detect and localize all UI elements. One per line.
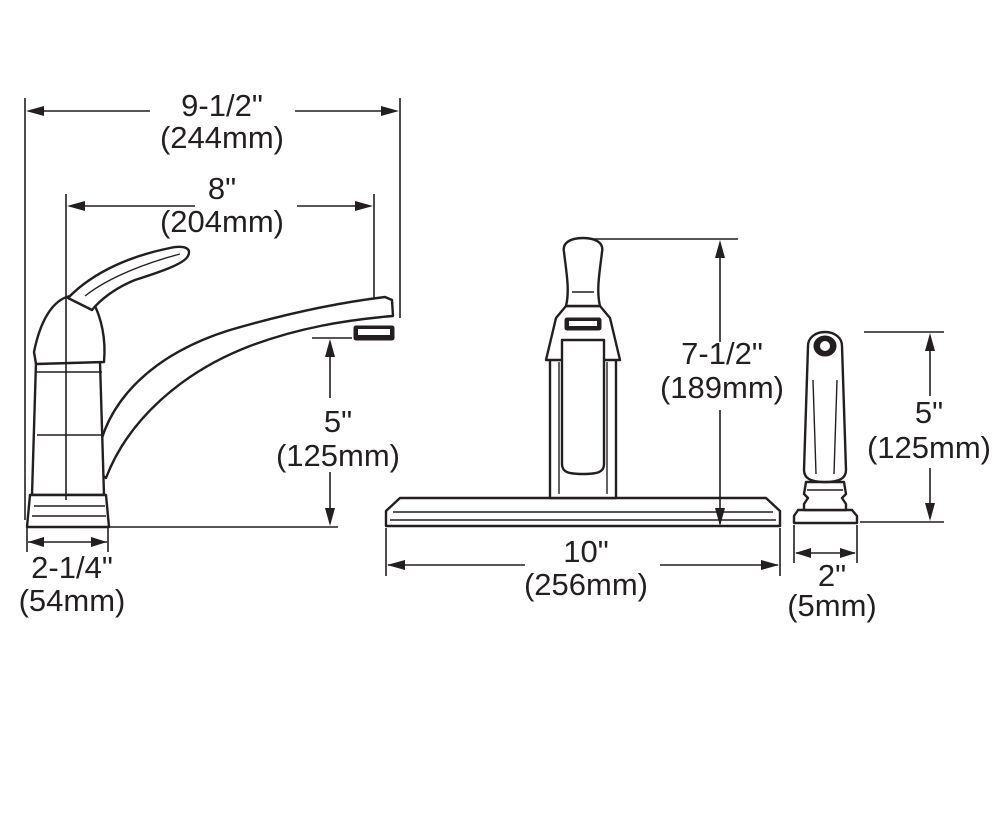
sprayer-base-width-imperial: 2"	[818, 558, 846, 593]
dim-side-spout-reach: 8" (204mm)	[65, 171, 375, 500]
sprayer-collar	[802, 480, 848, 512]
side-base-width-imperial: 2-1/4"	[31, 550, 113, 585]
side-spout-reach-metric: (204mm)	[160, 204, 284, 239]
dim-sprayer-base-width: 2" (5mm)	[787, 525, 877, 623]
side-view-faucet	[25, 245, 395, 529]
dim-side-spout-height: 5" (125mm)	[108, 337, 400, 528]
side-body	[30, 360, 106, 497]
dim-front-height: 7-1/2" (189mm)	[590, 238, 784, 526]
side-overall-width-imperial: 9-1/2"	[181, 88, 263, 123]
side-spout	[94, 295, 395, 480]
front-height-imperial: 7-1/2"	[681, 336, 763, 371]
sprayer-height-imperial: 5"	[915, 395, 943, 430]
sprayer-height-metric: (125mm)	[867, 430, 991, 465]
side-base-width-metric: (54mm)	[19, 583, 126, 618]
dim-sprayer-height: 5" (125mm)	[860, 331, 991, 523]
side-spout-height-metric: (125mm)	[276, 438, 400, 473]
side-overall-width-metric: (244mm)	[160, 120, 284, 155]
side-lever-handle	[66, 245, 191, 312]
dim-side-base-width: 2-1/4" (54mm)	[19, 528, 126, 618]
dim-side-overall-width: 9-1/2" (244mm)	[24, 88, 401, 520]
front-height-metric: (189mm)	[660, 370, 784, 405]
sprayer-base	[792, 508, 859, 525]
front-spout	[560, 338, 606, 476]
side-base-ring	[25, 493, 111, 529]
front-plate-width-metric: (256mm)	[524, 567, 648, 602]
side-sprayer	[792, 330, 859, 525]
sprayer-base-width-metric: (5mm)	[787, 588, 877, 623]
side-spout-reach-imperial: 8"	[208, 171, 236, 206]
front-plate-width-imperial: 10"	[563, 534, 609, 569]
dim-front-plate-width: 10" (256mm)	[385, 528, 781, 602]
front-lever-handle	[562, 236, 604, 308]
front-view-faucet	[384, 236, 782, 528]
side-spout-height-imperial: 5"	[324, 404, 352, 439]
